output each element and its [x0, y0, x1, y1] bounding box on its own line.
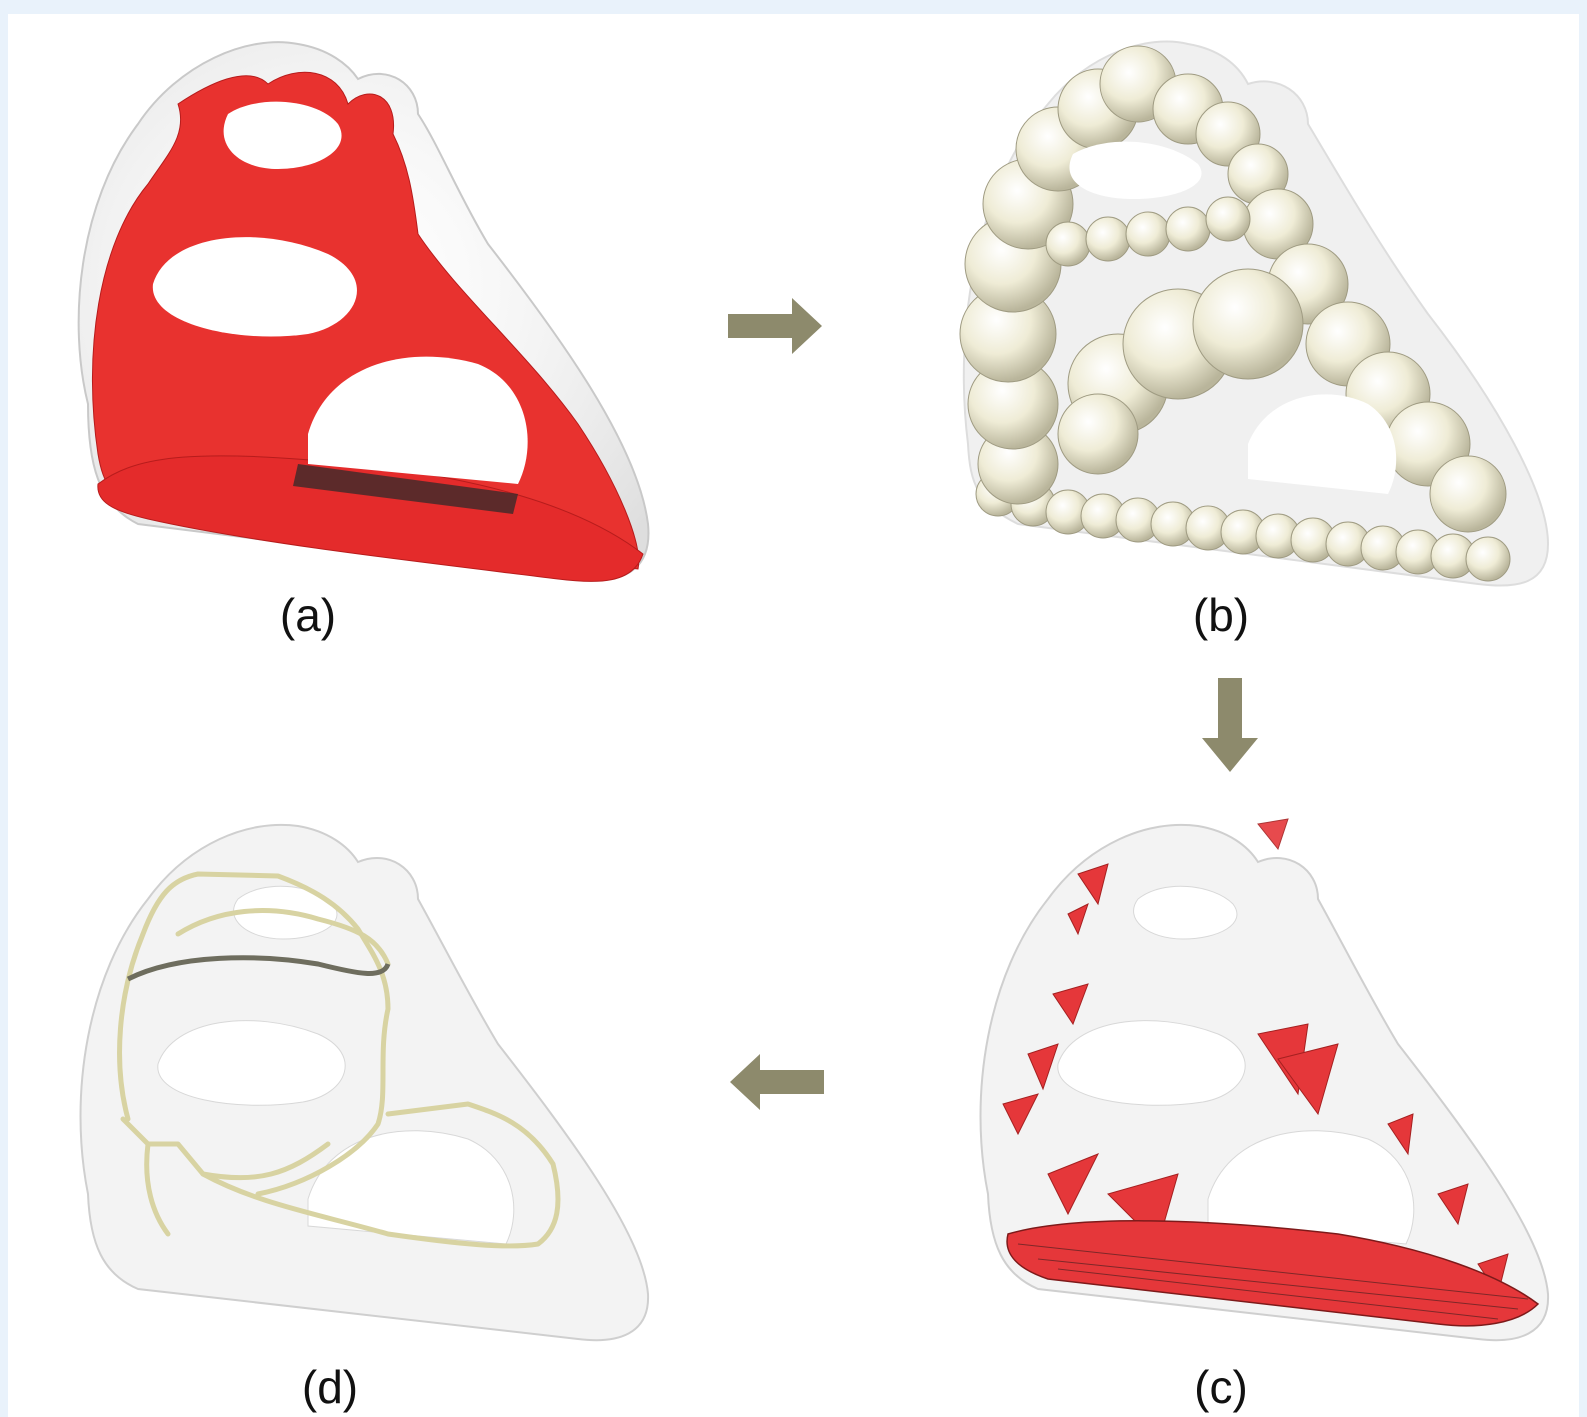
panel-c-label: (c) — [1121, 1364, 1321, 1410]
panel-a-medial-surface — [58, 24, 658, 594]
red-medial-surface — [92, 72, 643, 581]
panel-d-illustration — [58, 804, 658, 1344]
translucent-shell — [81, 825, 649, 1340]
panel-c-triangulated-surface — [958, 804, 1558, 1344]
arrow-down-icon — [1200, 676, 1260, 776]
panel-a-illustration — [58, 24, 658, 594]
figure-canvas: (a) — [8, 14, 1579, 1417]
panel-b-label: (b) — [1121, 592, 1321, 638]
arrow-left-icon — [726, 1052, 826, 1112]
panel-b-illustration — [958, 24, 1558, 594]
panel-a-label: (a) — [208, 592, 408, 638]
panel-d-label: (d) — [230, 1364, 430, 1410]
panel-c-illustration — [958, 804, 1558, 1344]
panel-d-curve-skeleton — [58, 804, 658, 1344]
panel-b-sphere-union — [958, 24, 1558, 594]
arrow-right-icon — [726, 296, 826, 356]
